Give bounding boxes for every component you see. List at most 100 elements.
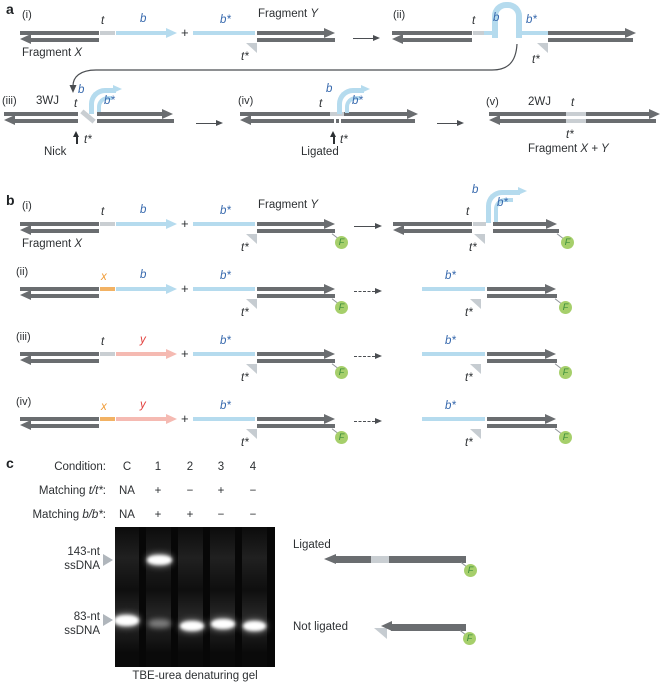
mismatch-y-arrowhead-icon [166, 349, 177, 359]
mismatch-x-segment [100, 417, 115, 421]
ligation-tick [339, 119, 341, 123]
t-segment [371, 556, 389, 563]
a-step-i-label: (i) [22, 9, 32, 21]
domain-b-arrowhead-icon [166, 219, 177, 229]
matching-t-value: − [249, 485, 257, 497]
duplex-bottom-strand [403, 229, 472, 233]
marker-83nt-arrow-icon [103, 614, 113, 626]
b-label: b [140, 13, 147, 25]
tstar-flag-icon [246, 43, 257, 53]
matching-t-value: + [217, 485, 225, 497]
ligated-pointer-arrow-icon [330, 131, 336, 144]
a-step-ii-label: (ii) [393, 9, 406, 21]
bstar-label: b* [220, 400, 231, 412]
strand-arrowhead-left-icon [381, 621, 392, 631]
marker-143nt-line1: 143-nt [67, 546, 100, 558]
marker-143nt-arrow-icon [103, 554, 113, 566]
strand-arrowhead-left-icon [393, 225, 404, 235]
toehold-t-segment [473, 31, 486, 35]
strand-arrowhead-right-icon [545, 414, 556, 424]
strand-arrowhead-left-icon [20, 34, 31, 44]
b-step-iii-label: (iii) [16, 331, 31, 343]
bstar-label: b* [445, 335, 456, 347]
matching-t-value: NA [119, 485, 135, 497]
t-segment [566, 112, 586, 116]
no-reaction-dashed-arrow-icon [354, 287, 382, 294]
matching-b-value: − [249, 509, 257, 521]
tstar-label: t* [532, 54, 540, 66]
tstar-label: t* [241, 372, 249, 384]
bstar-label: b* [526, 14, 537, 26]
strand-arrowhead-right-icon [545, 284, 556, 294]
strand-arrowhead-right-icon [324, 349, 335, 359]
y-label: y [140, 334, 146, 346]
matching-t-value: + [154, 485, 162, 497]
domain-b-strand [116, 287, 166, 291]
domain-bstar-strand [422, 417, 485, 421]
reaction-arrow-icon [354, 222, 382, 229]
not-ligated-strand [391, 624, 466, 631]
marker-83nt-line2: ssDNA [64, 625, 100, 637]
panel-a-label: a [6, 1, 14, 17]
bstar-label: b* [352, 95, 363, 107]
hairpin-stub-left [484, 31, 494, 35]
tstar-label: t* [465, 372, 473, 384]
bstar-label: b* [445, 400, 456, 412]
gel-image [115, 527, 275, 667]
y-label: y [140, 399, 146, 411]
b-label: b [493, 12, 500, 24]
t-label: t [101, 336, 105, 348]
duplex-bottom-strand [30, 359, 99, 363]
fluorophore-icon: F [335, 431, 348, 444]
domain-bstar-strand [193, 417, 255, 421]
strand-arrowhead-right-icon [162, 109, 173, 119]
b-hairpin-arrowhead-icon [113, 85, 122, 93]
fluorophore-icon: F [335, 301, 348, 314]
domain-bstar-strand [193, 31, 255, 35]
duplex-top-strand [20, 417, 99, 421]
domain-bstar-strand [422, 287, 485, 291]
duplex-bottom-strand [487, 294, 557, 298]
bstar-hairpin-inner-arc [345, 96, 360, 113]
duplex-top-strand [20, 352, 99, 356]
condition-value: 2 [186, 461, 194, 473]
mismatch-y-arrowhead-icon [166, 414, 177, 424]
gel-lane-2 [178, 527, 203, 667]
duplex-bottom-strand [14, 119, 78, 123]
junction-t-segment [330, 112, 344, 116]
duplex-bottom-strand [487, 359, 557, 363]
fragment-x-bottom-strand [30, 229, 99, 233]
mismatch-x-segment [100, 287, 115, 291]
tstar-flag-icon [537, 43, 548, 53]
x-label: x [101, 401, 107, 413]
domain-bstar-strand [193, 287, 255, 291]
not-ligated-legend-label: Not ligated [293, 621, 348, 633]
b-hairpin-outer-arc [89, 88, 116, 114]
strand-arrowhead-left-icon [20, 225, 31, 235]
fluorophore-icon: F [559, 366, 572, 379]
strand-arrowhead-left-icon [20, 290, 31, 300]
gel-band-83nt-lane3 [211, 619, 235, 629]
b-label: b [78, 84, 85, 96]
reaction-arrow-icon [437, 119, 464, 126]
duplex-top-strand [392, 31, 472, 35]
t-label: t [101, 206, 105, 218]
plus-sign: + [181, 281, 189, 296]
fluorophore-icon: F [463, 632, 476, 645]
fragment-x-bottom-strand [30, 38, 99, 42]
three-way-junction-label: 3WJ [36, 95, 59, 107]
gel-lane-1 [146, 527, 171, 667]
fragment-y-bottom-strand [257, 294, 335, 298]
plus-sign: + [181, 216, 189, 231]
strand-arrowhead-right-icon [545, 349, 556, 359]
bstar-label: b* [220, 205, 231, 217]
duplex-top-strand [487, 352, 545, 356]
duplex-top-strand [487, 417, 545, 421]
domain-b-arrowhead-icon [166, 284, 177, 294]
reaction-arrow-icon [353, 34, 380, 41]
panel-c-label: c [6, 455, 14, 471]
duplex-bottom-strand [30, 424, 99, 428]
strand-arrowhead-right-icon [324, 219, 335, 229]
two-way-junction-label: 2WJ [528, 96, 551, 108]
gel-band-83nt-lane2 [180, 621, 204, 631]
